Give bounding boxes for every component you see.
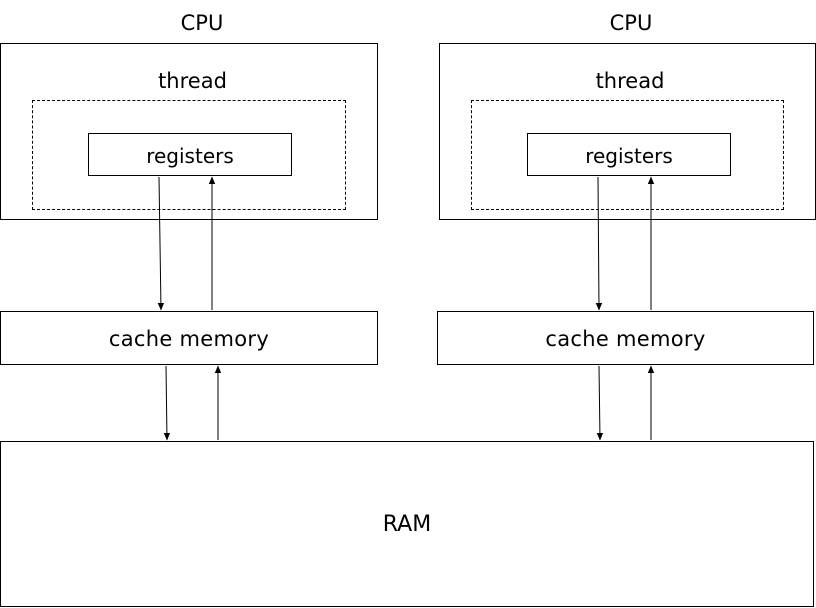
cache-memory-box-left <box>0 311 378 365</box>
arrow-cache-to-ram-right <box>596 365 604 441</box>
cache-memory-label-left: cache memory <box>108 327 270 351</box>
thread-label-right: thread <box>595 69 665 93</box>
ram-label: RAM <box>382 512 432 537</box>
cache-memory-box-right <box>437 311 814 365</box>
cpu-box-left <box>0 43 378 220</box>
ram-box <box>0 441 814 607</box>
cpu-box-right <box>439 43 816 220</box>
registers-label-left: registers <box>146 144 234 168</box>
arrow-cache-to-ram-left <box>163 365 171 441</box>
registers-label-right: registers <box>585 144 673 168</box>
thread-boundary-right <box>471 100 784 210</box>
registers-box-left <box>88 133 292 176</box>
cpu-title-left: CPU <box>180 11 224 35</box>
registers-box-right <box>527 133 731 176</box>
thread-boundary-left <box>32 100 346 210</box>
cache-memory-label-right: cache memory <box>545 327 706 351</box>
thread-label-left: thread <box>158 69 227 93</box>
cpu-title-right: CPU <box>609 11 653 35</box>
